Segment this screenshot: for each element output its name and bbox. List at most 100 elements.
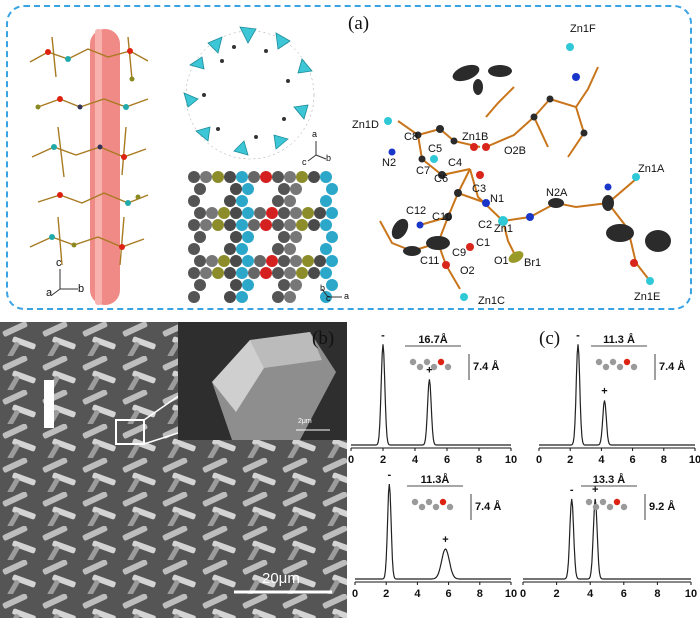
framework-sphere <box>278 183 290 195</box>
molecule-atom <box>432 503 440 511</box>
atom-label: C4 <box>448 157 463 169</box>
ortep-o-atoms <box>442 143 638 269</box>
framework-sphere <box>194 183 206 195</box>
framework-sphere <box>296 171 308 183</box>
chromatogram-trace <box>523 498 691 580</box>
framework-sphere <box>302 207 314 219</box>
height-annotation: 7.4 Å <box>659 360 685 373</box>
peak-sign-label: - <box>576 329 580 341</box>
panel-c-label: (c) <box>539 328 561 349</box>
framework-sphere <box>218 207 230 219</box>
framework-sphere <box>278 279 290 291</box>
framework-sphere <box>284 171 296 183</box>
atom-label: Zn1A <box>638 163 665 175</box>
framework-sphere <box>206 207 218 219</box>
atom-label: O2B <box>504 145 527 157</box>
x-tick-label: 2 <box>383 588 389 600</box>
framework-sphere <box>266 255 278 267</box>
framework-sphere <box>254 255 266 267</box>
atom-label: C10 <box>432 211 453 223</box>
x-tick-label: 0 <box>348 454 354 466</box>
framework-sphere <box>320 267 332 279</box>
framework-sphere <box>296 219 308 231</box>
molecule-atom <box>609 358 617 366</box>
framework-sphere <box>212 171 224 183</box>
framework-sphere <box>290 231 302 243</box>
framework-sphere <box>224 243 236 255</box>
framework-sphere <box>272 267 284 279</box>
framework-sphere <box>230 255 242 267</box>
molecule-atom <box>623 358 631 366</box>
x-tick-label: 6 <box>444 454 450 466</box>
framework-sphere <box>242 183 254 195</box>
framework-sphere <box>194 255 206 267</box>
atom-label: C7 <box>416 165 431 177</box>
framework-sphere <box>224 291 236 303</box>
ortep-n-atoms <box>388 73 612 229</box>
molecule-atom <box>418 503 426 511</box>
axis-label-c-mid: c <box>302 157 307 167</box>
x-tick-label: 0 <box>520 588 526 600</box>
framework-sphere <box>308 171 320 183</box>
axis-label-b-mid: b <box>326 153 332 163</box>
chain-atoms <box>35 48 141 250</box>
panel-b-label: (b) <box>312 328 335 349</box>
framework-sphere <box>242 231 254 243</box>
ortep-bonds <box>379 66 651 290</box>
molecule-atom <box>630 363 638 371</box>
width-annotation: 16.7Å <box>418 333 447 346</box>
x-tick-label: 2 <box>554 588 560 600</box>
x-tick-label: 4 <box>587 588 594 600</box>
atom-label: Zn1F <box>570 23 596 35</box>
framework-sphere <box>236 171 248 183</box>
framework-sphere <box>200 219 212 231</box>
molecule-atom <box>613 498 621 506</box>
framework-sphere <box>266 207 278 219</box>
peak-sign-label: + <box>426 364 432 376</box>
x-tick-label: 6 <box>621 588 627 600</box>
framework-sphere <box>290 279 302 291</box>
x-tick-label: 10 <box>685 588 697 600</box>
peak-sign-label: - <box>381 329 385 341</box>
scale-bar-label: 20μm <box>262 570 300 587</box>
framework-sphere <box>272 171 284 183</box>
axis-triad-mid <box>307 141 327 162</box>
framework-sphere <box>326 231 338 243</box>
atom-label: Zn1 <box>494 223 513 235</box>
framework-sphere <box>242 279 254 291</box>
atom-label: Zn1E <box>634 291 661 303</box>
atom-label: C6 <box>434 173 449 185</box>
molecule-sketch <box>409 358 452 371</box>
height-annotation: 7.4 Å <box>473 360 499 373</box>
framework-sphere <box>278 255 290 267</box>
framework-sphere <box>206 255 218 267</box>
molecule-sketch <box>585 498 628 511</box>
molecule-atom <box>444 363 452 371</box>
framework-sphere <box>188 267 200 279</box>
framework-sphere <box>236 267 248 279</box>
molecule-atom <box>592 503 600 511</box>
atom-label: C1 <box>476 237 491 249</box>
framework-sphere <box>272 195 284 207</box>
x-tick-label: 4 <box>412 454 419 466</box>
axis-label-a-left: a <box>46 287 53 299</box>
framework-sphere <box>290 183 302 195</box>
atom-label: N2A <box>546 187 568 199</box>
framework-sphere <box>284 219 296 231</box>
white-marker <box>44 380 54 428</box>
atom-label: Zn1B <box>462 131 489 143</box>
framework-sphere <box>260 171 272 183</box>
chain-fragments <box>29 36 149 266</box>
framework-sphere <box>272 219 284 231</box>
x-tick-label: 10 <box>505 588 517 600</box>
framework-sphere <box>314 207 326 219</box>
framework-sphere <box>188 171 200 183</box>
framework-sphere <box>224 195 236 207</box>
x-tick-label: 0 <box>536 454 542 466</box>
framework-sphere <box>194 231 206 243</box>
molecule-atom <box>425 498 433 506</box>
panel-a-label: (a) <box>348 13 370 34</box>
framework-sphere <box>308 219 320 231</box>
x-tick-label: 10 <box>505 454 517 466</box>
atom-label: C8 <box>404 131 419 143</box>
